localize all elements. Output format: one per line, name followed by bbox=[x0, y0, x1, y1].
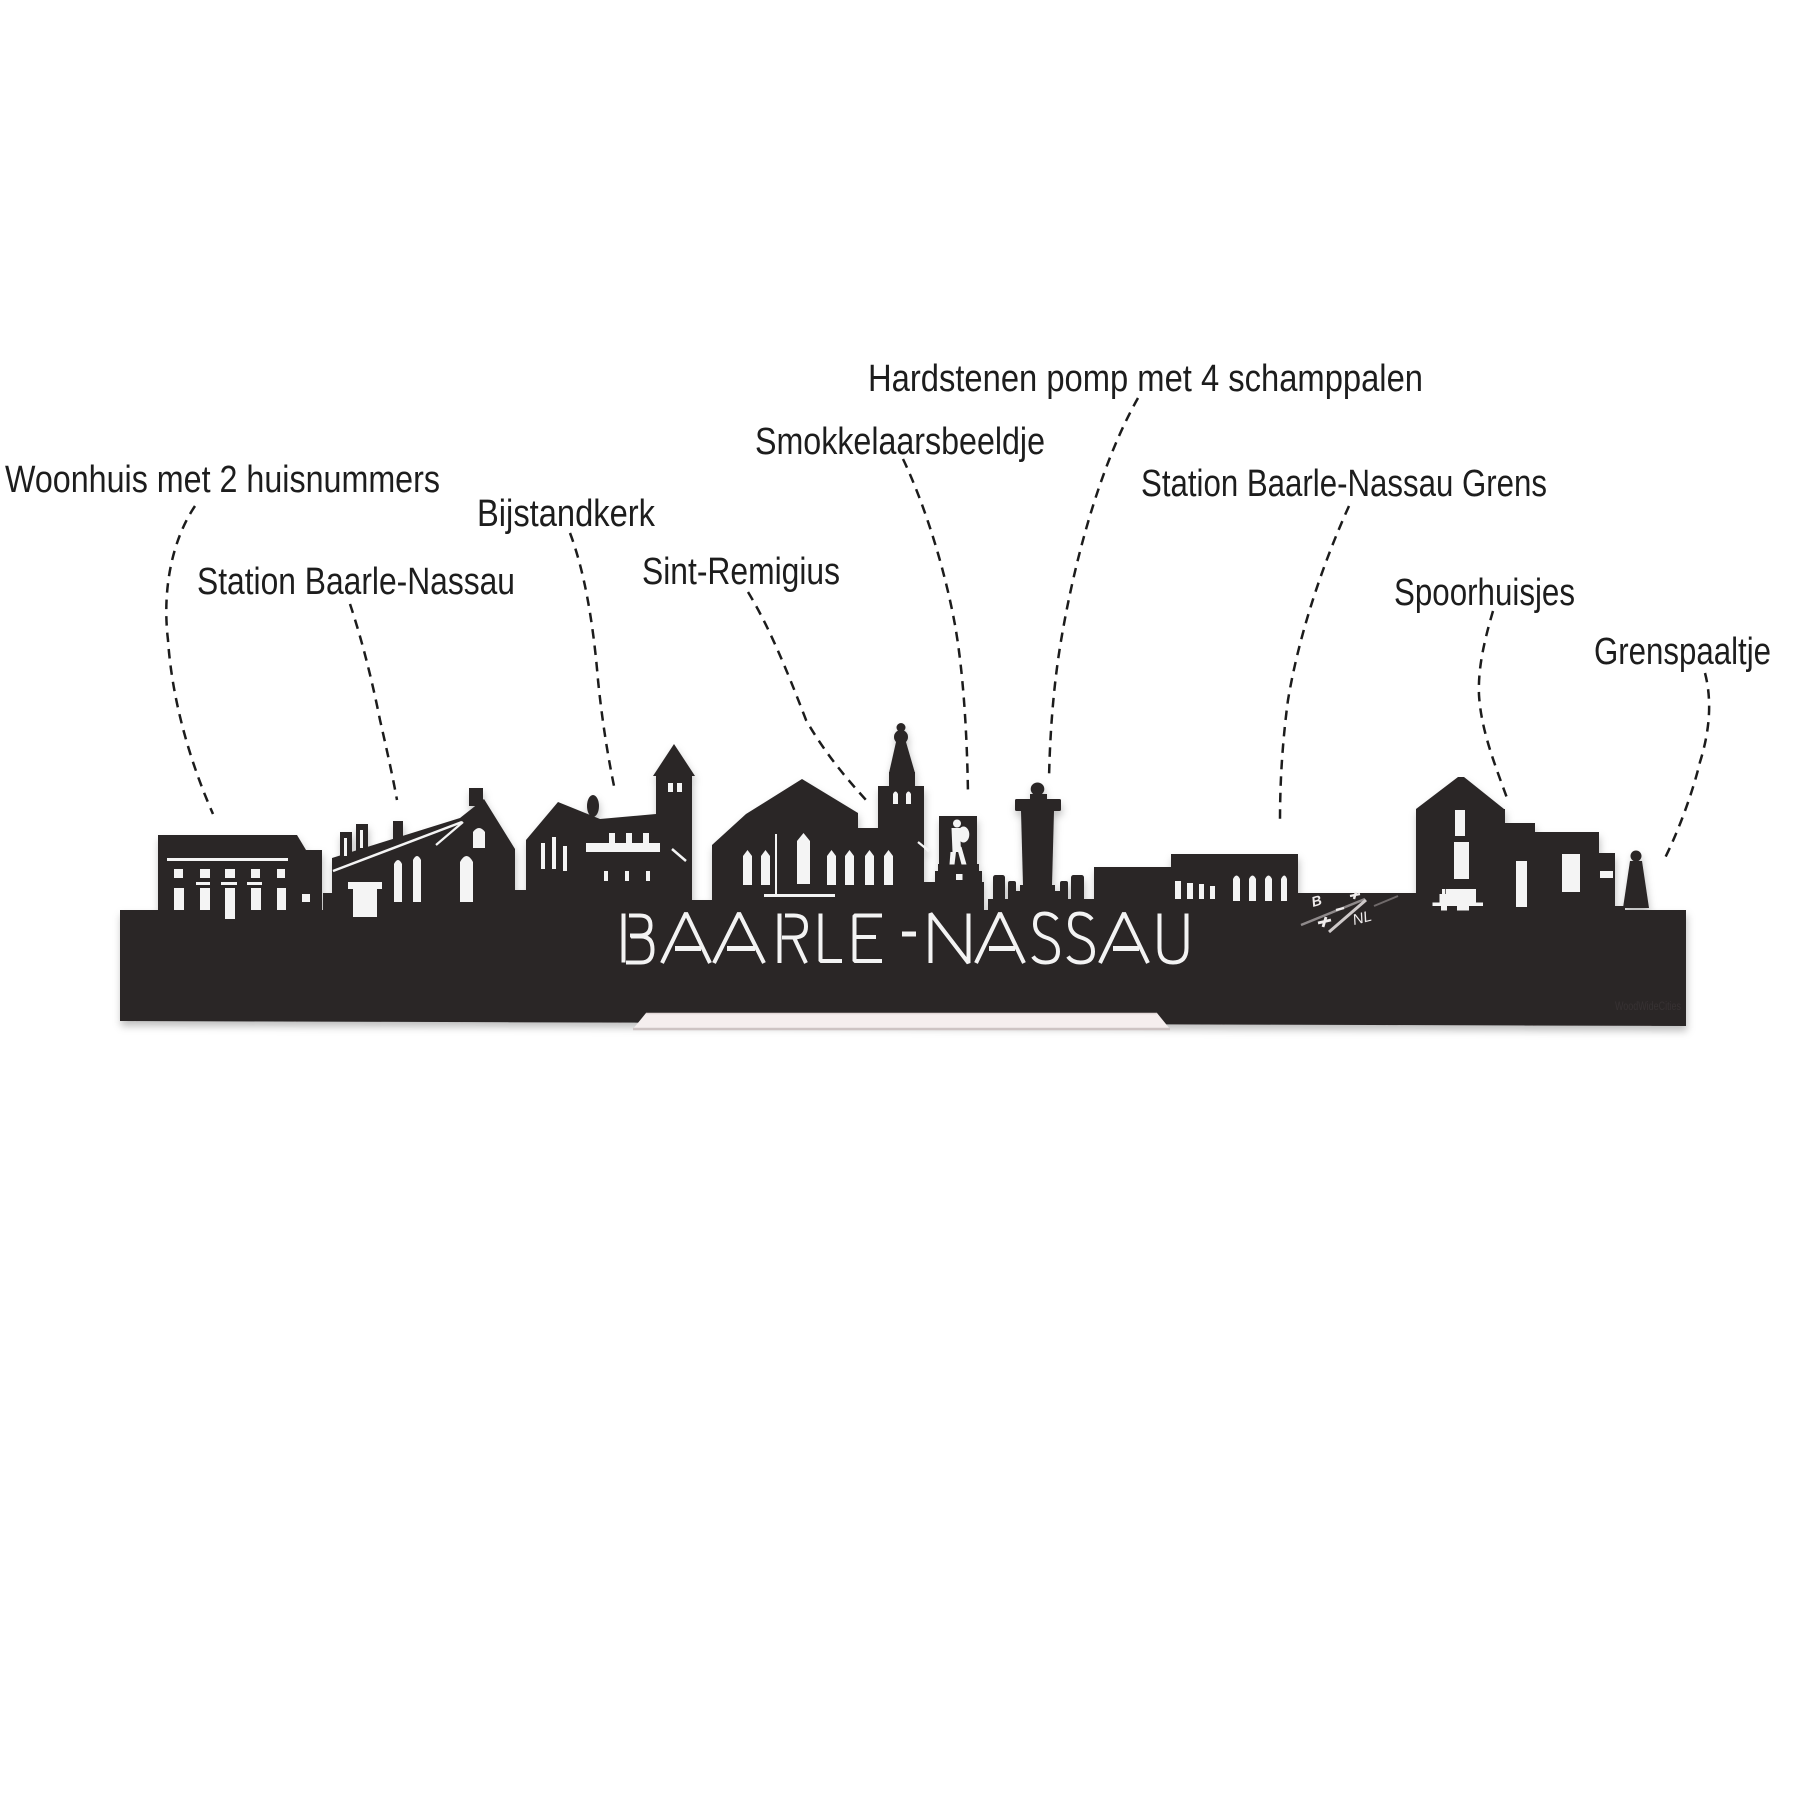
svg-text:Bijstandkerk: Bijstandkerk bbox=[477, 493, 656, 535]
svg-text:Smokkelaarsbeeldje: Smokkelaarsbeeldje bbox=[755, 421, 1045, 463]
svg-text:Woonhuis met 2 huisnummers: Woonhuis met 2 huisnummers bbox=[5, 459, 440, 501]
svg-text:Station Baarle-Nassau: Station Baarle-Nassau bbox=[197, 561, 515, 603]
svg-text:B: B bbox=[1309, 892, 1323, 910]
svg-text:Station Baarle-Nassau Grens: Station Baarle-Nassau Grens bbox=[1141, 463, 1547, 505]
svg-text:Spoorhuisjes: Spoorhuisjes bbox=[1394, 572, 1575, 614]
svg-text:NL: NL bbox=[1351, 908, 1374, 929]
svg-text:Sint-Remigius: Sint-Remigius bbox=[642, 551, 840, 593]
svg-text:WoodWideCities: WoodWideCities bbox=[1615, 1001, 1681, 1013]
svg-text:Grenspaaltje: Grenspaaltje bbox=[1594, 631, 1771, 673]
svg-text:Hardstenen pomp met 4 schamppa: Hardstenen pomp met 4 schamppalen bbox=[868, 358, 1423, 400]
